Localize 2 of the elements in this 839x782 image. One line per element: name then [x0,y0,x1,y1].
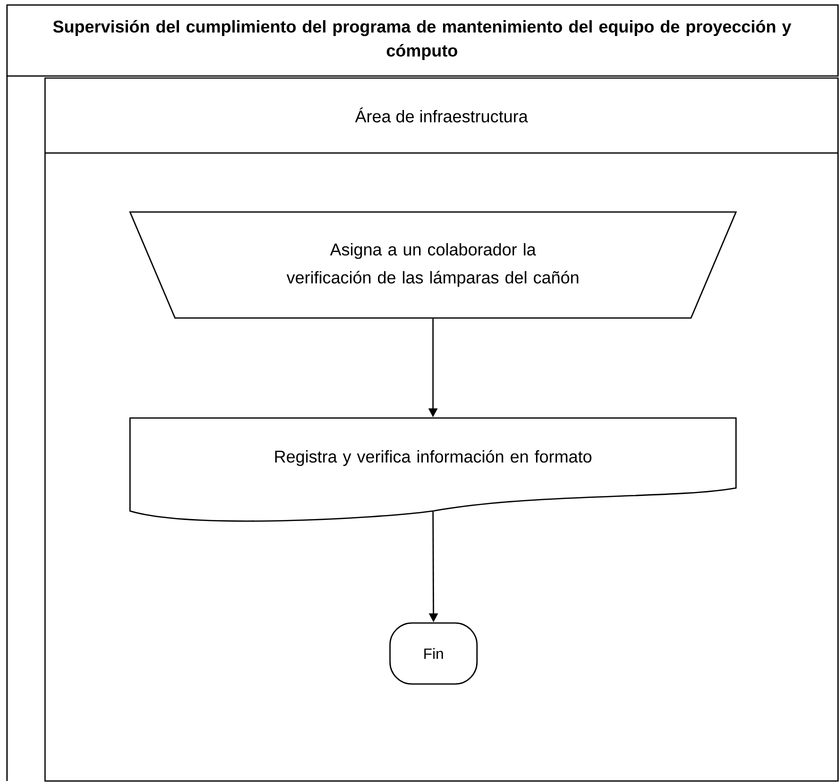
title-header: Supervisión del cumplimiento del programa de mantenimiento del equipo de proyección y cómputo [6,4,839,77]
terminator: Fin [389,622,478,685]
